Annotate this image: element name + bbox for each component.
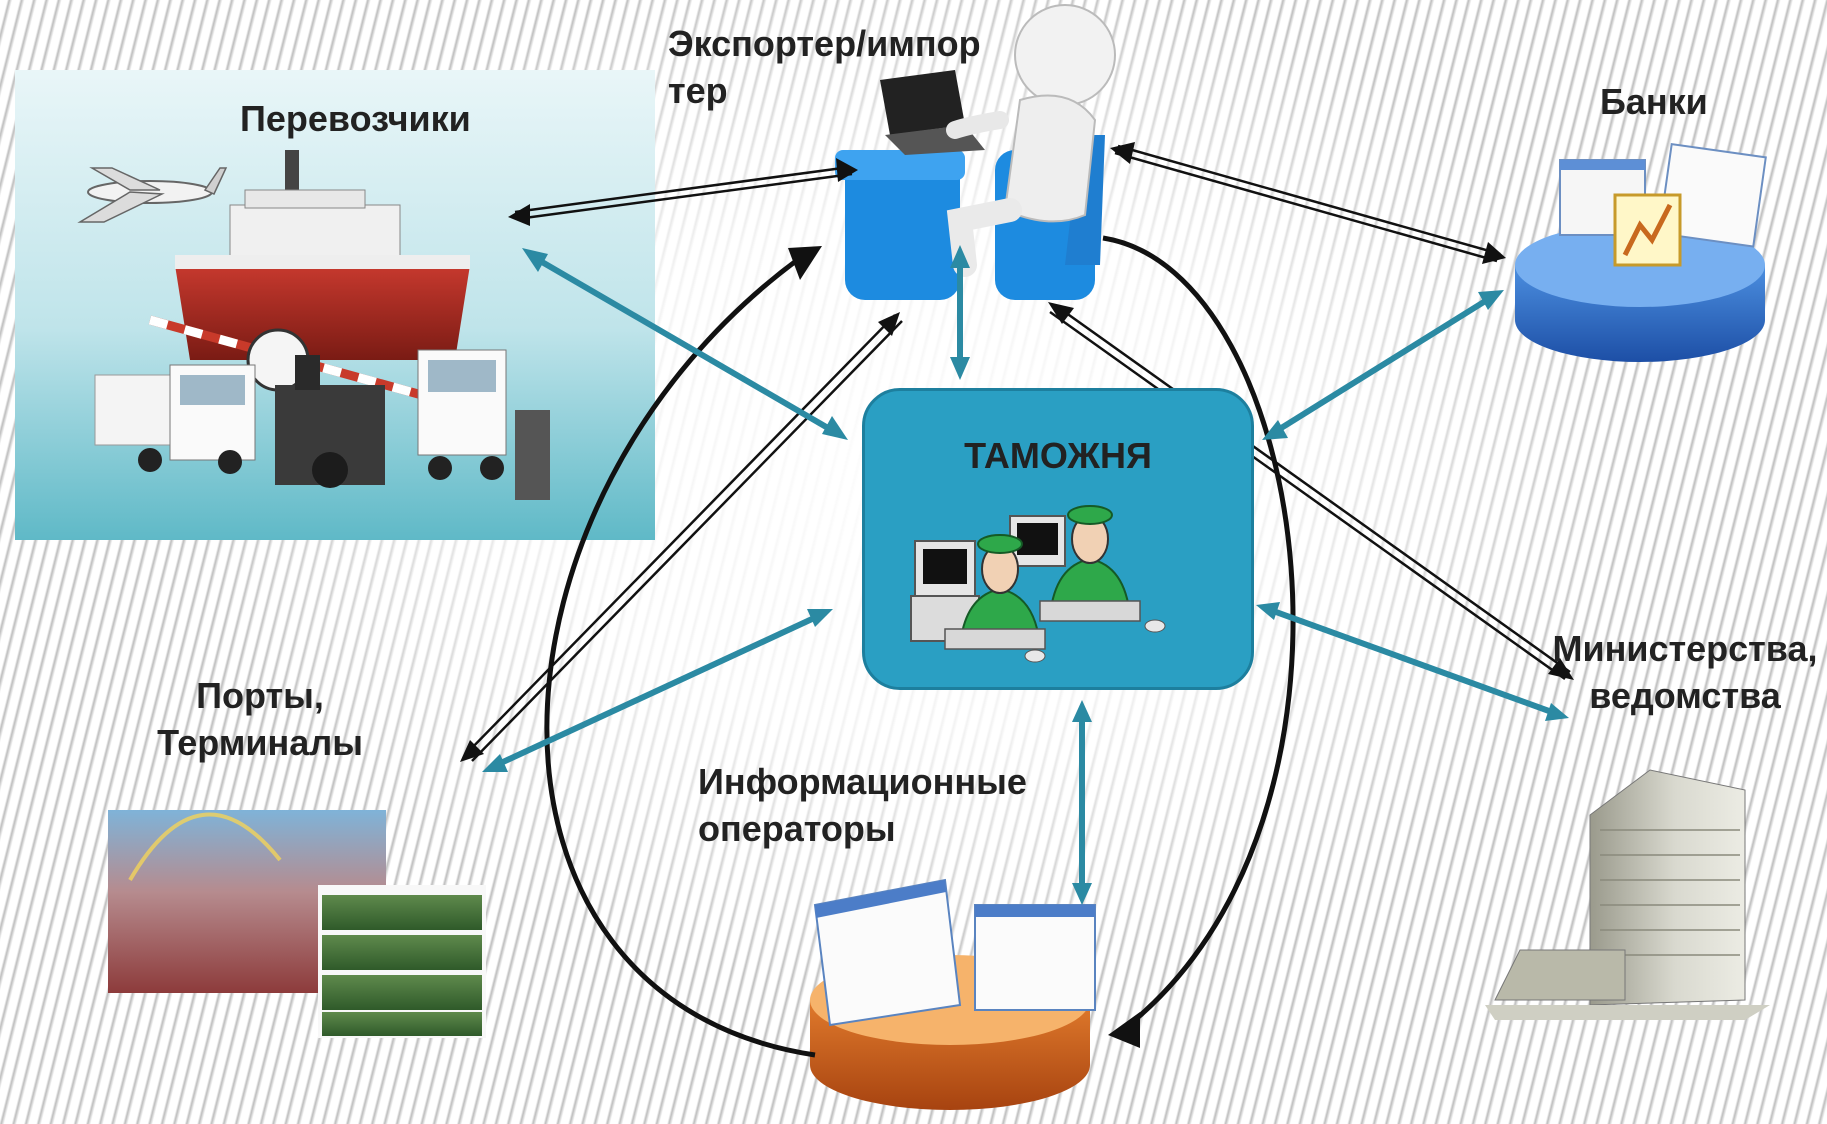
ports-label-line1: Порты, — [196, 675, 324, 716]
carriers-illustration-icon — [15, 70, 655, 540]
customs-officers-icon — [910, 505, 1166, 663]
customs-title: ТАМОЖНЯ — [964, 435, 1152, 476]
black-loop-arrows — [544, 235, 1296, 1058]
ports-label-line2: Терминалы — [157, 722, 363, 763]
carriers-label: Перевозчики — [240, 95, 471, 142]
locomotive-icon — [275, 355, 385, 488]
truck-icon — [417, 349, 550, 500]
banks-database-icon — [1515, 143, 1767, 362]
ship-icon — [175, 150, 470, 360]
airplane-icon — [77, 167, 228, 223]
truck-icon — [94, 364, 256, 474]
banks-label-text: Банки — [1600, 81, 1708, 122]
exporter-label: Экспортер/импор тер — [668, 20, 981, 114]
banks-label: Банки — [1600, 78, 1708, 125]
double-arrows — [464, 144, 1571, 762]
teal-arrows — [488, 252, 1562, 895]
ports-label: Порты, Терминалы — [145, 672, 375, 766]
double-arrow-heads — [460, 142, 1574, 762]
info-operators-label-line1: Информационные — [698, 761, 1027, 802]
info-operators-label: Информационные операторы — [698, 758, 1027, 852]
ports-illustration-icon — [108, 810, 486, 1038]
carriers-label-text: Перевозчики — [240, 98, 471, 139]
exporter-illustration-icon — [835, 4, 1116, 300]
info-operators-database-icon — [810, 878, 1096, 1110]
exporter-label-line2: тер — [668, 70, 728, 111]
customs-node: ТАМОЖНЯ — [862, 388, 1254, 690]
ministries-label-line1: Министерства, — [1552, 628, 1818, 669]
info-operators-label-line2: операторы — [698, 808, 896, 849]
ministries-label: Министерства, ведомства — [1545, 625, 1825, 719]
teal-arrow-heads — [482, 245, 1569, 905]
ministries-label-line2: ведомства — [1589, 675, 1781, 716]
ministry-building-icon — [1485, 769, 1770, 1020]
arrowhead-icon — [788, 246, 822, 280]
arrowhead-icon — [1108, 1012, 1140, 1048]
exporter-label-line1: Экспортер/импор — [668, 23, 981, 64]
